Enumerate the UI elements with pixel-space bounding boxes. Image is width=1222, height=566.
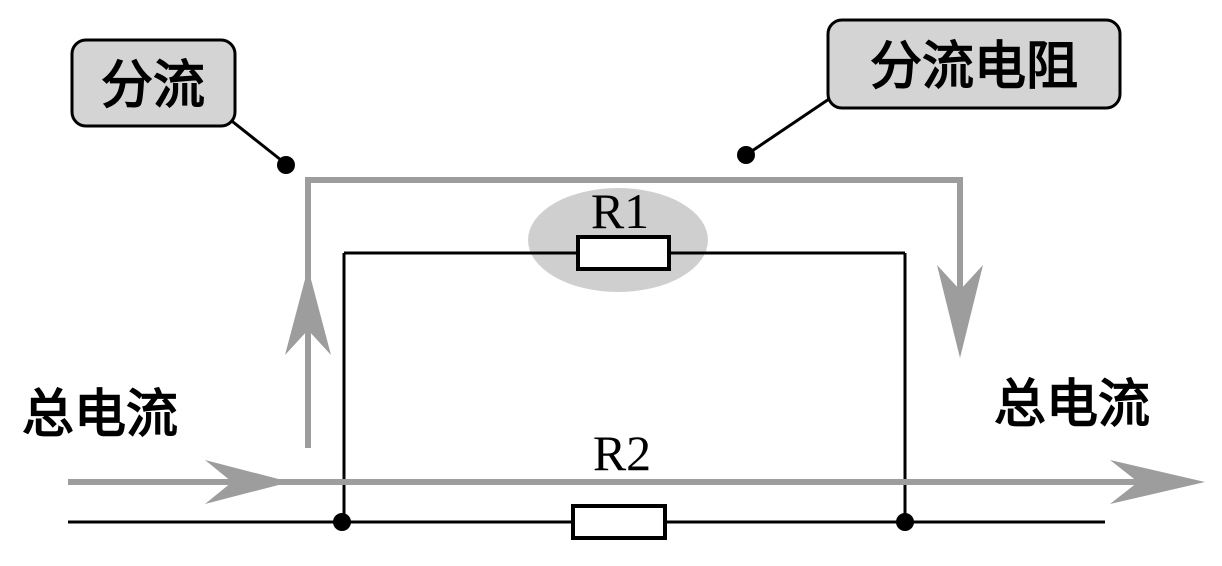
arrowhead-in — [205, 460, 290, 504]
resistor-r2 — [571, 504, 667, 540]
leader-shunt-resistor — [745, 93, 836, 157]
label-r1: R1 — [591, 183, 649, 239]
arrowhead-out — [1110, 460, 1205, 504]
arrowhead-down — [937, 265, 983, 358]
label-r2: R2 — [593, 425, 651, 481]
label-shunt-resistor: 分流电阻 — [870, 37, 1078, 97]
arrowhead-up — [285, 268, 331, 355]
callout-box-shunt-current — [70, 38, 237, 128]
label-total-current-in: 总电流 — [22, 385, 178, 445]
leader-shunt-current — [227, 116, 287, 166]
callout-box-shunt-resistor — [826, 18, 1122, 110]
circuit-wires — [68, 251, 1105, 524]
resistor-r1 — [576, 235, 671, 271]
label-total-current-out: 总电流 — [994, 375, 1150, 435]
leader-dot-shunt-resistor — [737, 146, 755, 164]
junction-right — [896, 513, 914, 531]
arrow-heads — [205, 265, 1205, 504]
label-shunt-current: 分流 — [101, 56, 205, 116]
callout-leaders — [227, 93, 836, 166]
junction-left — [333, 513, 351, 531]
leader-dot-shunt-current — [277, 156, 295, 174]
